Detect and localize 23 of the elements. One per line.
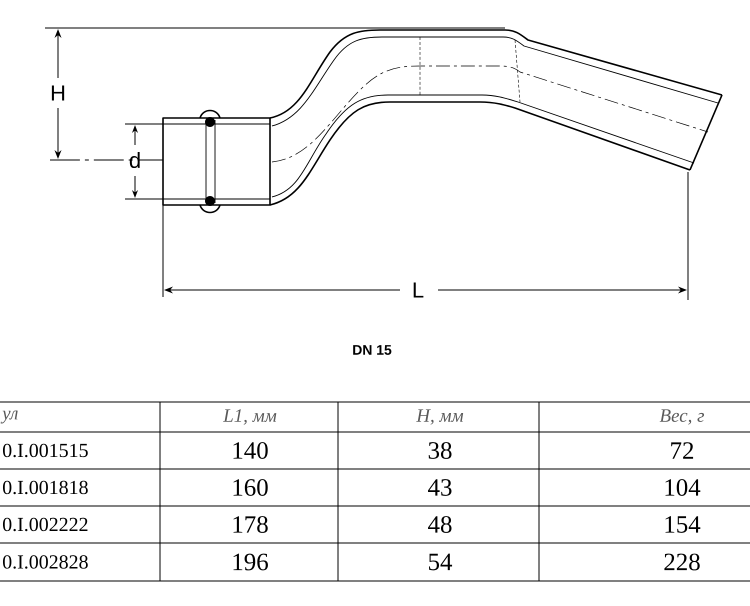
- table-cell: 104: [666, 479, 700, 496]
- table-cell: 72: [671, 442, 694, 459]
- table-cell: 154: [666, 516, 700, 533]
- table-cell: 38: [428, 442, 452, 459]
- table-cell: ул: [0, 410, 18, 424]
- dimension-label: H: [52, 85, 64, 101]
- table-cell: L1, мм: [222, 409, 276, 425]
- table-cell: 178: [234, 516, 268, 533]
- table-cell: 0.I.001818: [2, 480, 88, 494]
- table-cell: 196: [234, 554, 268, 570]
- table-cell: H, мм: [416, 409, 464, 425]
- table-cell: 140: [234, 442, 268, 459]
- table-cell: 0.I.002222: [2, 518, 88, 532]
- table-cell: 0.I.002828: [2, 555, 88, 569]
- table-cell: 54: [429, 554, 452, 570]
- table-cell: 43: [428, 479, 452, 496]
- table-cell: 48: [428, 516, 452, 533]
- table-cell: 0.I.001515: [2, 444, 88, 458]
- dimension-label: L: [414, 282, 424, 298]
- caption-text: DN 15: [353, 345, 392, 355]
- table-cell: 160: [234, 479, 268, 496]
- table-cell: 228: [664, 554, 700, 570]
- table-cell: Вес, г: [660, 409, 704, 425]
